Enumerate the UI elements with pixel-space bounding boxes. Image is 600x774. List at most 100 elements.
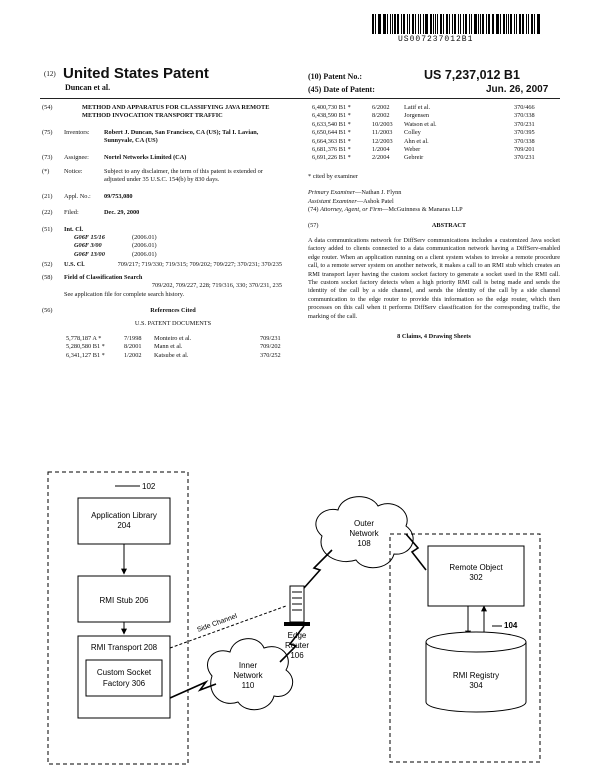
custom-socket-label: Custom Socket xyxy=(97,668,152,677)
barcode-bar xyxy=(465,14,468,34)
barcode-bar xyxy=(533,14,535,34)
barcode-bar xyxy=(452,14,454,34)
barcode-bar xyxy=(473,14,477,34)
custom-socket-label2: Factory 306 xyxy=(103,679,146,688)
barcode-bar xyxy=(457,14,459,34)
primary-examiner: Primary Examiner—Nathan J. Flynn xyxy=(308,189,402,197)
client-system-border xyxy=(47,471,189,765)
outer-network-cloud xyxy=(315,496,414,569)
barcode-bar xyxy=(471,14,472,34)
barcode-bar xyxy=(423,14,425,34)
patent-no-label: (10) Patent No.: xyxy=(308,72,362,81)
barcode-bar xyxy=(477,14,479,34)
barcode-bar xyxy=(505,14,507,34)
barcode-bar xyxy=(394,14,397,34)
barcode-bar xyxy=(493,14,495,34)
application-library-label: Application Library xyxy=(91,511,157,520)
edge-router-label2: Router xyxy=(285,641,309,650)
attorney: (74) Attorney, Agent, or Firm—McGuinness… xyxy=(308,206,463,214)
date-label: (45) Date of Patent: xyxy=(308,85,375,94)
barcode-bar xyxy=(514,14,515,34)
barcode-bar xyxy=(383,14,386,34)
refs-section: (56) References Cited U.S. PATENT DOCUME… xyxy=(42,306,212,328)
barcode-bar xyxy=(372,14,374,34)
barcode-bar xyxy=(386,14,388,34)
barcode-bar xyxy=(377,14,379,34)
abstract-heading: (57) ABSTRACT xyxy=(308,222,467,230)
label-102: 102 xyxy=(142,482,156,491)
remote-object-label: Remote Object xyxy=(449,563,503,572)
inner-network-label: Inner xyxy=(239,661,258,670)
inner-network-label3: 110 xyxy=(242,681,255,690)
barcode-bar xyxy=(469,14,471,34)
assignee-section: (73) Assignee: Nortel Networks Limited (… xyxy=(42,153,187,161)
barcode-bar xyxy=(437,14,439,34)
rmi-transport-label: RMI Transport 208 xyxy=(91,643,158,652)
intcl-row: G06F 3/00 (2006.01) xyxy=(74,242,157,250)
barcode-bar xyxy=(412,14,414,34)
remote-object-box xyxy=(427,545,525,607)
examiner-note: * cited by examiner xyxy=(308,172,358,180)
field-note: See application file for complete search… xyxy=(64,290,185,298)
barcode-bar xyxy=(459,14,461,34)
barcode-bar xyxy=(409,14,411,34)
barcode-bar xyxy=(508,14,510,34)
barcode-bar xyxy=(496,14,499,34)
title-section: (54) METHOD AND APPARATUS FOR CLASSIFYIN… xyxy=(42,104,304,121)
barcode-bar xyxy=(391,14,393,34)
application-library-num: 204 xyxy=(117,521,131,530)
remote-object-num: 302 xyxy=(469,573,483,582)
outer-network-label2: Network xyxy=(349,529,379,538)
barcode-bar xyxy=(482,14,484,34)
barcode-bar xyxy=(379,14,382,34)
barcode-bar xyxy=(518,14,521,34)
patent-heading: United States Patent xyxy=(63,65,209,82)
barcode-bar xyxy=(429,14,432,34)
notice-section: (*) Notice: Subject to any disclaimer, t… xyxy=(42,168,304,185)
barcode-bar xyxy=(499,14,501,34)
inventor-short: Duncan et al. xyxy=(65,83,111,92)
barcode-bar xyxy=(502,14,505,34)
rmi-registry-cylinder xyxy=(425,642,527,713)
outer-network-label3: 108 xyxy=(357,539,371,548)
inner-network-label2: Network xyxy=(233,671,263,680)
filed-date: Dec. 29, 2000 xyxy=(104,209,140,217)
barcode-bar xyxy=(480,14,482,34)
figure-diagram: 102 Application Library 204 RMI Stub 206… xyxy=(47,471,541,765)
barcode-bar xyxy=(440,14,442,34)
barcode-bar xyxy=(407,14,409,34)
assistant-examiner: Assistant Examiner—Ashok Patel xyxy=(308,197,394,205)
link-router-outer xyxy=(303,549,333,589)
abstract-text: A data communications network for DiffSe… xyxy=(308,236,560,320)
barcode-bar xyxy=(515,14,517,34)
barcode-bar xyxy=(397,14,399,34)
barcode-bar xyxy=(462,14,465,34)
barcode-bar xyxy=(417,14,419,34)
rmi-registry-num: 304 xyxy=(469,681,483,690)
rmi-registry-label: RMI Registry xyxy=(453,671,499,680)
intcl-row: G06F 15/16 (2006.01) xyxy=(74,234,157,242)
barcode-bar xyxy=(528,14,529,34)
barcode-bar xyxy=(521,14,525,34)
uscl-section: (52) U.S. Cl. 709/217; 719/330; 719/315;… xyxy=(42,261,282,269)
application-library-box xyxy=(77,497,171,545)
barcode-bar xyxy=(400,14,402,34)
inner-network-cloud xyxy=(207,638,294,711)
barcode-bar xyxy=(454,14,456,34)
barcode-bar xyxy=(510,14,513,34)
link-outer-remote xyxy=(405,533,427,571)
notice: Subject to any disclaimer, the term of t… xyxy=(104,168,263,184)
appl-number: 09/753,080 xyxy=(104,192,133,200)
intcl-row: G06F 13/00 (2006.01) xyxy=(74,250,157,258)
edge-router-label: Edge xyxy=(288,631,307,640)
barcode-bar xyxy=(530,14,533,34)
